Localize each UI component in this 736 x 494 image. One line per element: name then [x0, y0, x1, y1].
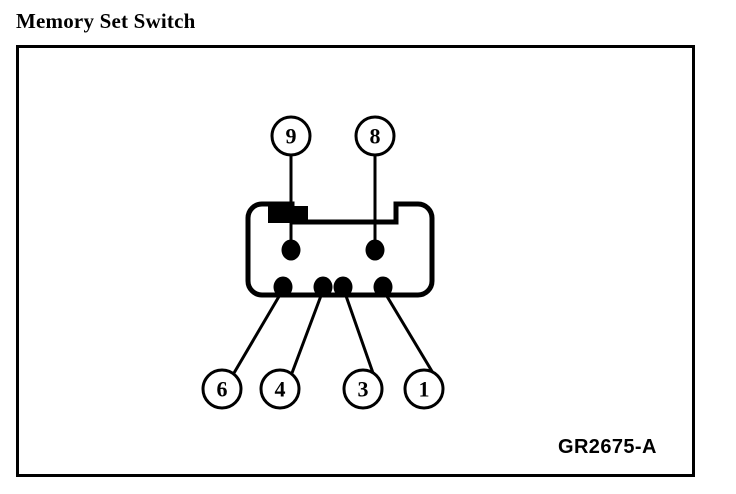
page-title: Memory Set Switch [16, 9, 196, 33]
diagram-frame [16, 45, 695, 477]
reference-label: GR2675-A [558, 436, 657, 458]
